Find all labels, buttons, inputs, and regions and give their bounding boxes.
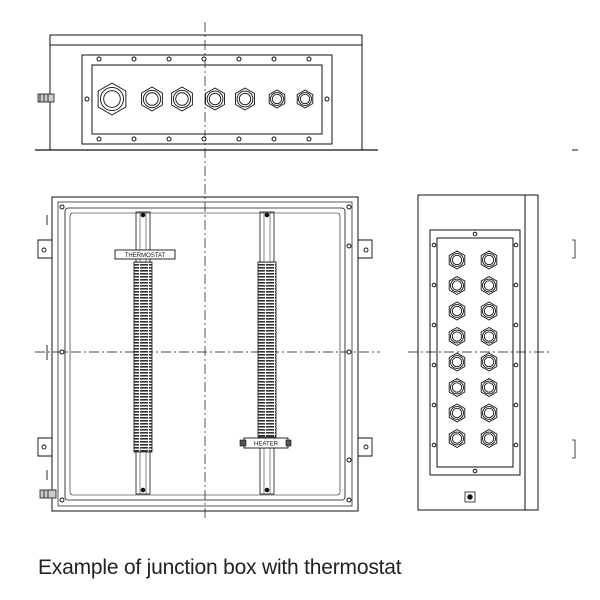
side-gland — [480, 326, 498, 347]
heater-label: HEATER — [254, 442, 279, 448]
bolt — [472, 231, 478, 237]
bolt — [513, 282, 519, 288]
bolt — [346, 349, 352, 355]
side-view-bolts — [431, 231, 519, 474]
bolt — [472, 468, 478, 474]
bolt — [346, 497, 352, 503]
side-view-flange-inner — [436, 237, 514, 468]
bolt — [271, 136, 277, 142]
side-gland — [480, 403, 498, 423]
bolt — [59, 349, 65, 355]
side-gland — [448, 301, 466, 321]
bolt — [513, 362, 519, 368]
bolt — [84, 96, 90, 102]
side-gland — [448, 403, 466, 423]
bolt — [346, 204, 352, 210]
top-gland — [268, 89, 286, 109]
side-view-glands — [448, 250, 498, 449]
front-view-body — [51, 196, 359, 512]
side-gland — [448, 275, 466, 296]
bolt — [166, 56, 172, 62]
bolt — [96, 56, 102, 62]
top-view-flange-inner — [91, 64, 323, 135]
side-gland — [480, 250, 498, 270]
bolt — [59, 204, 65, 210]
top-gland — [97, 82, 127, 116]
thermostat-label: THERMOSTAT — [125, 253, 166, 259]
mounting-brackets — [37, 215, 373, 480]
junction-box-drawing: THERMOSTAT HEATER — [35, 22, 578, 520]
front-view-backplate — [64, 207, 346, 501]
top-view-hinge — [37, 93, 55, 103]
top-view-body — [49, 34, 363, 151]
side-view-body — [417, 194, 539, 511]
earth-stud — [464, 491, 476, 503]
top-view-bolts — [84, 56, 330, 142]
bolt — [431, 442, 437, 448]
top-view — [35, 34, 378, 151]
front-view-hinge — [39, 489, 57, 499]
side-gland — [480, 377, 498, 398]
top-gland — [296, 89, 314, 109]
bolt — [431, 282, 437, 288]
bolt — [306, 136, 312, 142]
bolt — [431, 242, 437, 248]
front-view-bolts — [59, 204, 352, 503]
side-gland — [448, 352, 466, 372]
top-gland — [205, 87, 225, 111]
top-gland — [141, 86, 163, 112]
top-view-flange-outer — [81, 54, 333, 145]
bolt — [431, 402, 437, 408]
bolt — [306, 56, 312, 62]
terminal-block-right — [257, 261, 277, 438]
bolt — [431, 322, 437, 328]
bolt — [59, 497, 65, 503]
side-gland — [448, 326, 466, 347]
top-gland — [235, 87, 255, 111]
bolt — [236, 136, 242, 142]
side-gland — [480, 275, 498, 296]
caption: Example of junction box with thermostat — [38, 556, 402, 579]
side-gland — [448, 250, 466, 270]
bolt — [166, 136, 172, 142]
side-gland — [448, 428, 466, 449]
side-view — [417, 149, 578, 511]
bolt — [513, 402, 519, 408]
bolt — [271, 56, 277, 62]
side-gland — [480, 428, 498, 449]
bolt — [201, 56, 207, 62]
top-gland — [171, 86, 193, 112]
bolt — [513, 322, 519, 328]
din-rail-right: HEATER — [239, 211, 292, 495]
bolt — [431, 362, 437, 368]
din-rail-left: THERMOSTAT — [114, 211, 176, 495]
terminal-block-left — [133, 261, 153, 453]
top-view-glands — [97, 82, 314, 116]
bolt — [201, 136, 207, 142]
side-view-flange-outer — [429, 229, 521, 476]
front-view: THERMOSTAT HEATER — [37, 196, 373, 512]
bolt — [513, 442, 519, 448]
bolt — [236, 56, 242, 62]
bolt — [346, 243, 352, 249]
side-gland — [480, 352, 498, 372]
bolt — [96, 136, 102, 142]
thermostat-unit — [114, 249, 176, 260]
side-gland — [480, 301, 498, 321]
side-gland — [448, 377, 466, 398]
bolt — [346, 457, 352, 463]
bolt — [324, 96, 330, 102]
bolt — [513, 242, 519, 248]
bolt — [131, 136, 137, 142]
centerlines — [35, 22, 550, 520]
bolt — [131, 56, 137, 62]
